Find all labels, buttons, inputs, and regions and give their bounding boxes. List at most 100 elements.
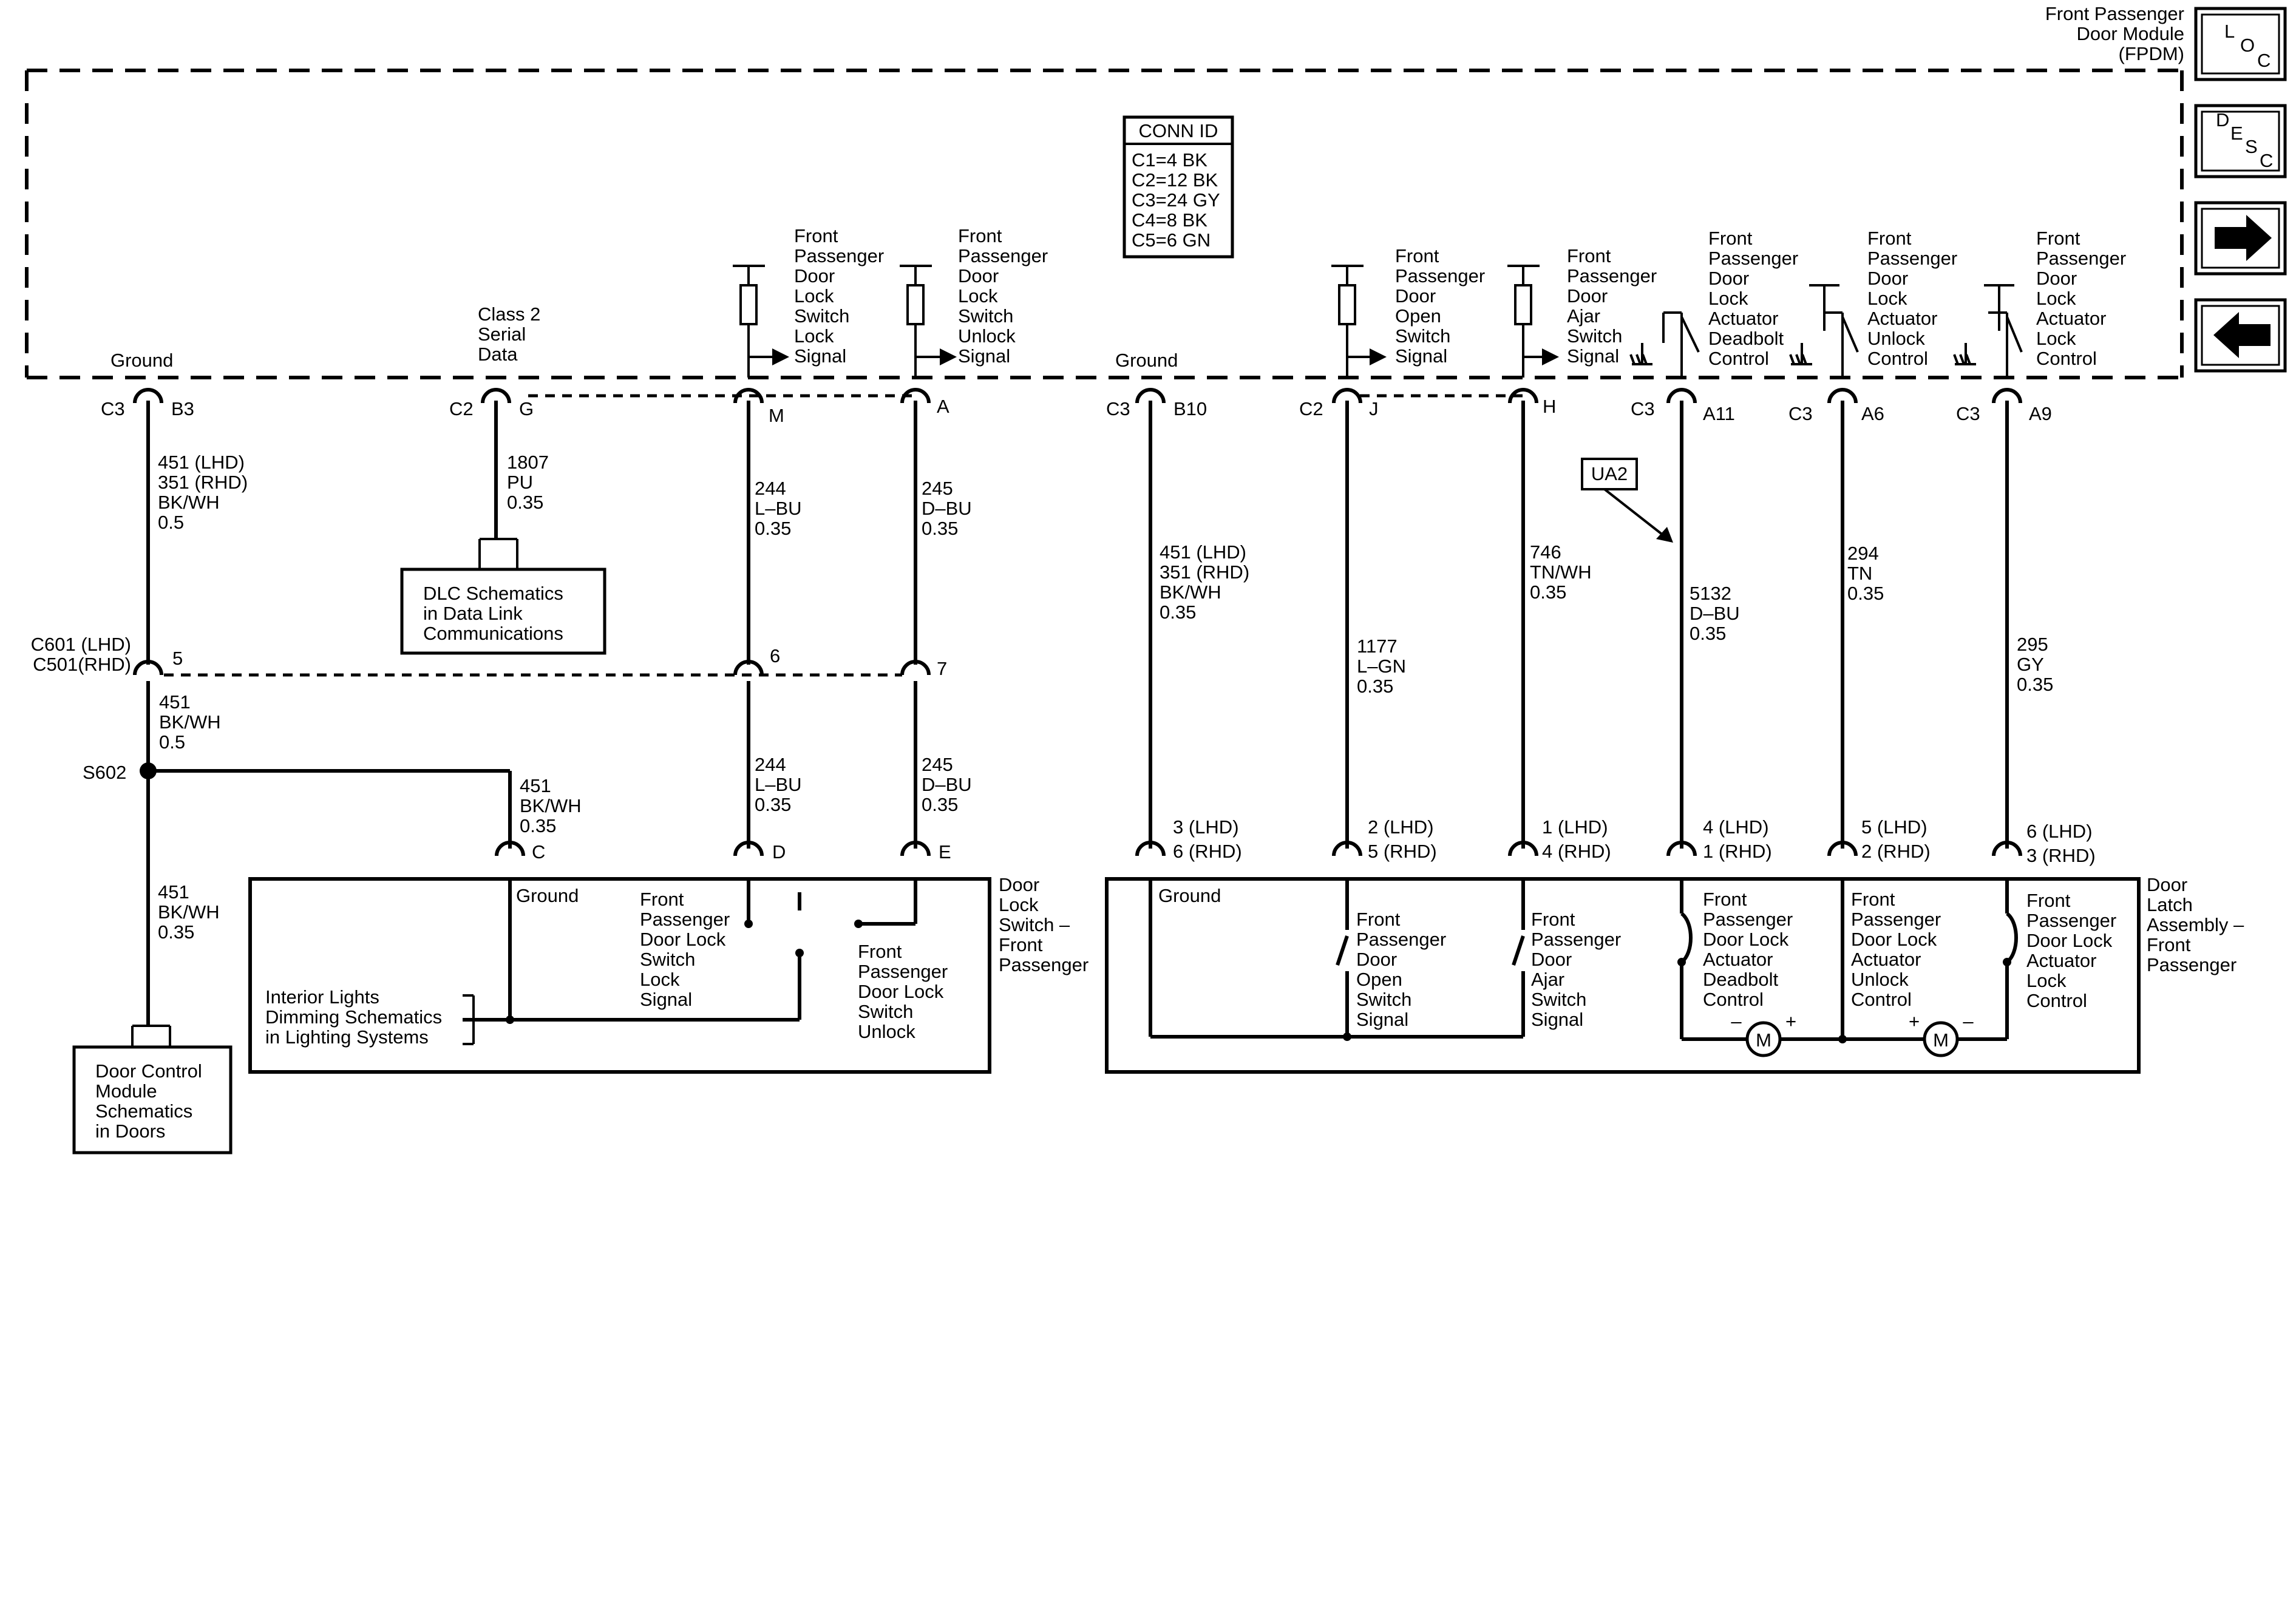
latch-pin: 3 (LHD) — [1173, 816, 1239, 838]
relay-switch-icon — [1629, 311, 1700, 378]
conn-id-row: C4=8 BK — [1132, 209, 1207, 231]
pin-b10: B10 — [1173, 398, 1207, 419]
label-line: Door — [999, 874, 1039, 895]
label-line: Signal — [640, 989, 692, 1010]
conn-id-row: C2=12 BK — [1132, 169, 1218, 191]
label-line: Actuator — [2026, 950, 2096, 971]
dlc-schematics-box[interactable]: DLC Schematics in Data Link Communicatio… — [400, 538, 606, 655]
label-line: Lock — [2036, 288, 2076, 309]
switch-pin-e: E — [939, 841, 951, 863]
label-line: Dimming Schematics — [265, 1006, 442, 1028]
arrow-right-icon — [2215, 215, 2272, 261]
label-line: Front — [1567, 245, 1611, 266]
door-control-module-box[interactable]: Door Control Module Schematics in Doors — [72, 1025, 233, 1154]
label-line: Passenger — [1708, 248, 1798, 269]
pin-b3: B3 — [171, 398, 194, 419]
label-line: Switch — [1356, 989, 1411, 1010]
label-line: Front — [640, 889, 684, 910]
wire-label-451-right: 451 (LHD) 351 (RHD) BK/WH 0.35 — [1160, 541, 1249, 623]
wire-label-line: 451 (LHD) — [1160, 541, 1246, 563]
wire-label-line: TN — [1847, 563, 1872, 584]
label-line: Switch — [1567, 325, 1622, 347]
deadbolt-control-label: Front Passenger Door Lock Actuator Deadb… — [1708, 228, 1798, 369]
motor-icon: M + – — [1909, 1011, 1974, 1057]
label-line: Class 2 — [478, 303, 540, 325]
wire-label-451-mid: 451 BK/WH 0.5 — [159, 691, 221, 753]
label-line: Unlock — [858, 1021, 915, 1042]
conn-id-title: CONN ID — [1139, 120, 1218, 141]
unlock-switch-label: Front Passenger Door Lock Switch Unlock — [858, 941, 948, 1042]
door-lock-switch: C D E Ground Interior Lights Dimming Sch… — [248, 841, 1089, 1074]
desc-button[interactable]: D E S C — [2194, 104, 2287, 178]
ua2-callout: UA2 — [1581, 458, 1673, 543]
wire-label-line: 0.35 — [1847, 583, 1884, 604]
previous-page-button[interactable] — [2194, 298, 2287, 373]
inline-connector-label: C501(RHD) — [33, 654, 131, 675]
dlc-box-line: in Data Link — [423, 603, 523, 624]
next-page-button[interactable] — [2194, 201, 2287, 276]
label-line: Switch — [640, 949, 695, 970]
pin-j: J — [1369, 398, 1379, 419]
label-line: Front — [858, 941, 902, 962]
wire-label-line: PU — [507, 472, 533, 493]
label-line: Passenger — [1395, 265, 1485, 286]
label-line: Signal — [1356, 1009, 1408, 1030]
wire-label-1177: 1177 L–GN 0.35 — [1357, 636, 1406, 697]
dcm-box-line: Module — [95, 1080, 157, 1102]
desc-letter-d: D — [2216, 109, 2229, 131]
loc-button[interactable]: L O C — [2194, 7, 2287, 81]
loc-letter-o: O — [2240, 35, 2255, 56]
wire-label-line: 0.5 — [158, 512, 184, 533]
pin-a9: A9 — [2029, 403, 2052, 424]
switch-pin-c: C — [532, 841, 545, 863]
open-signal-label: Front Passenger Door Open Switch Signal — [1395, 245, 1485, 367]
label-line: Control — [1708, 348, 1769, 369]
arrow-left-icon — [2213, 312, 2271, 358]
pin-connector-c3: C3 — [1106, 398, 1130, 419]
label-line: Passenger — [1703, 909, 1793, 930]
label-line: Unlock — [1867, 328, 1925, 349]
wire-label-line: D–BU — [1690, 603, 1740, 624]
door-latch-assembly-name: Door Latch Assembly – Front Passenger — [2147, 874, 2244, 975]
label-line: Lock — [1867, 288, 1907, 309]
splice-dot — [140, 762, 157, 779]
wire-label-line: 5132 — [1690, 583, 1731, 604]
label-line: Lock — [999, 894, 1039, 915]
wire-label-line: 0.35 — [922, 794, 958, 815]
label-line: Door — [2036, 268, 2077, 289]
wire-label-line: 451 (LHD) — [158, 452, 245, 473]
wire-label-line: GY — [2017, 654, 2044, 675]
label-line: in Lighting Systems — [265, 1026, 429, 1048]
wire-label-line: D–BU — [922, 774, 972, 795]
label-line: Latch — [2147, 894, 2193, 915]
inline-pin-5: 5 — [172, 648, 183, 669]
lock-signal-label: Front Passenger Door Lock Switch Lock Si… — [794, 225, 884, 367]
switch-ground-label: Ground — [516, 885, 579, 906]
label-line: Control — [2036, 348, 2097, 369]
wire-label-line: 1177 — [1357, 636, 1398, 657]
wire-label-line: BK/WH — [158, 492, 220, 513]
label-line: Door — [1395, 285, 1436, 307]
inline-connector-label: C601 (LHD) — [31, 634, 131, 655]
label-line: Passenger — [640, 909, 730, 930]
label-line: Passenger — [2026, 910, 2116, 931]
motor-polarity: – — [1731, 1011, 1742, 1032]
conn-id-box: CONN ID C1=4 BK C2=12 BK C3=24 GY C4=8 B… — [1123, 115, 1234, 259]
label-line: Front — [958, 225, 1002, 246]
wire-label-line: 0.35 — [1357, 676, 1393, 697]
pin-a11: A11 — [1703, 403, 1735, 424]
door-latch-assembly: 3 (LHD) 6 (RHD) 2 (LHD) 5 (RHD) 1 (LHD) … — [1105, 816, 2244, 1074]
pin-m: M — [769, 405, 784, 426]
pull-up-resistor-icon — [900, 265, 957, 378]
label-line: Passenger — [794, 245, 884, 266]
label-line: Front — [999, 934, 1043, 955]
label-line: Passenger — [999, 954, 1089, 975]
dlc-box-line: Communications — [423, 623, 563, 644]
wire-label-line: 0.35 — [922, 518, 958, 539]
wire-label-294: 294 TN 0.35 — [1847, 543, 1884, 604]
label-line: Front — [1356, 909, 1401, 930]
wire-label-245-bottom: 245 D–BU 0.35 — [922, 754, 972, 815]
pin-connector-c3: C3 — [1956, 403, 1980, 424]
label-line: Switch — [958, 305, 1013, 327]
label-line: Data — [478, 344, 518, 365]
